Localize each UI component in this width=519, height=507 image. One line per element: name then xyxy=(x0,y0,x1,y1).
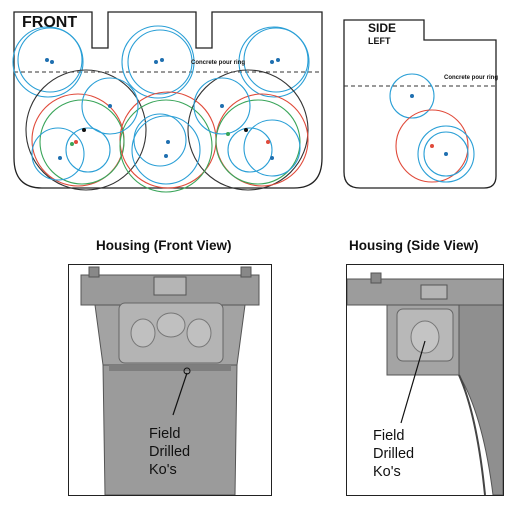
dot xyxy=(276,58,280,62)
side-housing-photo: Field Drilled Ko's xyxy=(346,264,504,496)
dot xyxy=(430,144,434,148)
dot xyxy=(108,104,112,108)
dot xyxy=(270,156,274,160)
dot xyxy=(50,60,54,64)
side-callout-line-1: Field xyxy=(373,428,405,444)
front-circle-large-left xyxy=(25,69,147,191)
side-housing-drawing xyxy=(347,272,503,495)
side-housing-outline xyxy=(343,19,497,189)
front-circle-small-blue-1 xyxy=(81,77,139,135)
side-knockout-circles xyxy=(389,73,475,183)
side-diagram-subtitle: LEFT xyxy=(368,36,391,46)
front-diagram-title: FRONT xyxy=(22,14,78,31)
front-pour-ring-label: Concrete pour ring xyxy=(191,60,246,66)
side-circle-upper-blue xyxy=(389,73,435,119)
side-callout-line-2: Drilled xyxy=(373,446,415,462)
front-circle-green-left xyxy=(39,99,125,185)
front-callout-line-2: Drilled xyxy=(149,444,191,460)
front-circle-top-right-blue xyxy=(243,27,309,93)
dot xyxy=(82,128,86,132)
front-circle-top-left-outer xyxy=(12,26,84,98)
front-circle-top-left-blue xyxy=(17,27,83,93)
side-diagram-title: SIDE xyxy=(368,21,397,35)
dot xyxy=(220,104,224,108)
dot xyxy=(154,60,158,64)
front-circle-top-mid-outer xyxy=(121,25,195,99)
front-callout-line-1: Field xyxy=(149,426,181,442)
dot xyxy=(244,128,248,132)
front-photo-callout: Field Drilled Ko's xyxy=(149,425,190,479)
dot xyxy=(160,58,164,62)
front-callout-leader xyxy=(172,372,188,416)
side-photo-caption: Housing (Side View) xyxy=(349,238,479,253)
side-circle-blue-inner xyxy=(423,131,469,177)
front-circle-large-right xyxy=(187,69,309,191)
front-photo-caption: Housing (Front View) xyxy=(96,238,232,253)
dot xyxy=(166,140,170,144)
front-circle-small-blue-6 xyxy=(243,119,301,177)
side-photo-callout: Field Drilled Ko's xyxy=(373,427,414,481)
side-callout-leader xyxy=(400,340,426,424)
side-pour-ring-label: Concrete pour ring xyxy=(444,75,499,81)
front-callout-line-3: Ko's xyxy=(149,462,177,478)
front-center-dots xyxy=(45,58,280,160)
dot xyxy=(164,154,168,158)
dot xyxy=(74,140,78,144)
front-circle-green-mid xyxy=(119,99,213,193)
front-circle-small-blue-2 xyxy=(193,77,251,135)
dot xyxy=(410,94,414,98)
front-circle-small-blue-4 xyxy=(131,115,201,185)
front-circle-small-blue-5 xyxy=(133,113,187,167)
dot xyxy=(266,140,270,144)
dot xyxy=(270,60,274,64)
side-circle-red xyxy=(395,109,469,183)
front-knockout-circles xyxy=(12,25,310,193)
front-circle-small-blue-3 xyxy=(31,127,85,181)
front-housing-outline xyxy=(13,11,323,189)
front-housing-photo: Field Drilled Ko's xyxy=(68,264,272,496)
dot xyxy=(58,156,62,160)
front-housing-drawing xyxy=(80,266,260,495)
front-circle-green-right xyxy=(215,99,301,185)
dot xyxy=(70,142,74,146)
front-circle-top-right-outer xyxy=(238,26,310,98)
dot xyxy=(226,132,230,136)
side-circle-blue-outer xyxy=(417,125,475,183)
dot xyxy=(444,152,448,156)
front-circle-small-blue-8 xyxy=(227,127,273,173)
front-circle-small-blue-7 xyxy=(65,127,111,173)
side-callout-line-3: Ko's xyxy=(373,464,401,480)
front-circle-top-mid-blue xyxy=(127,29,193,95)
dot xyxy=(45,58,49,62)
